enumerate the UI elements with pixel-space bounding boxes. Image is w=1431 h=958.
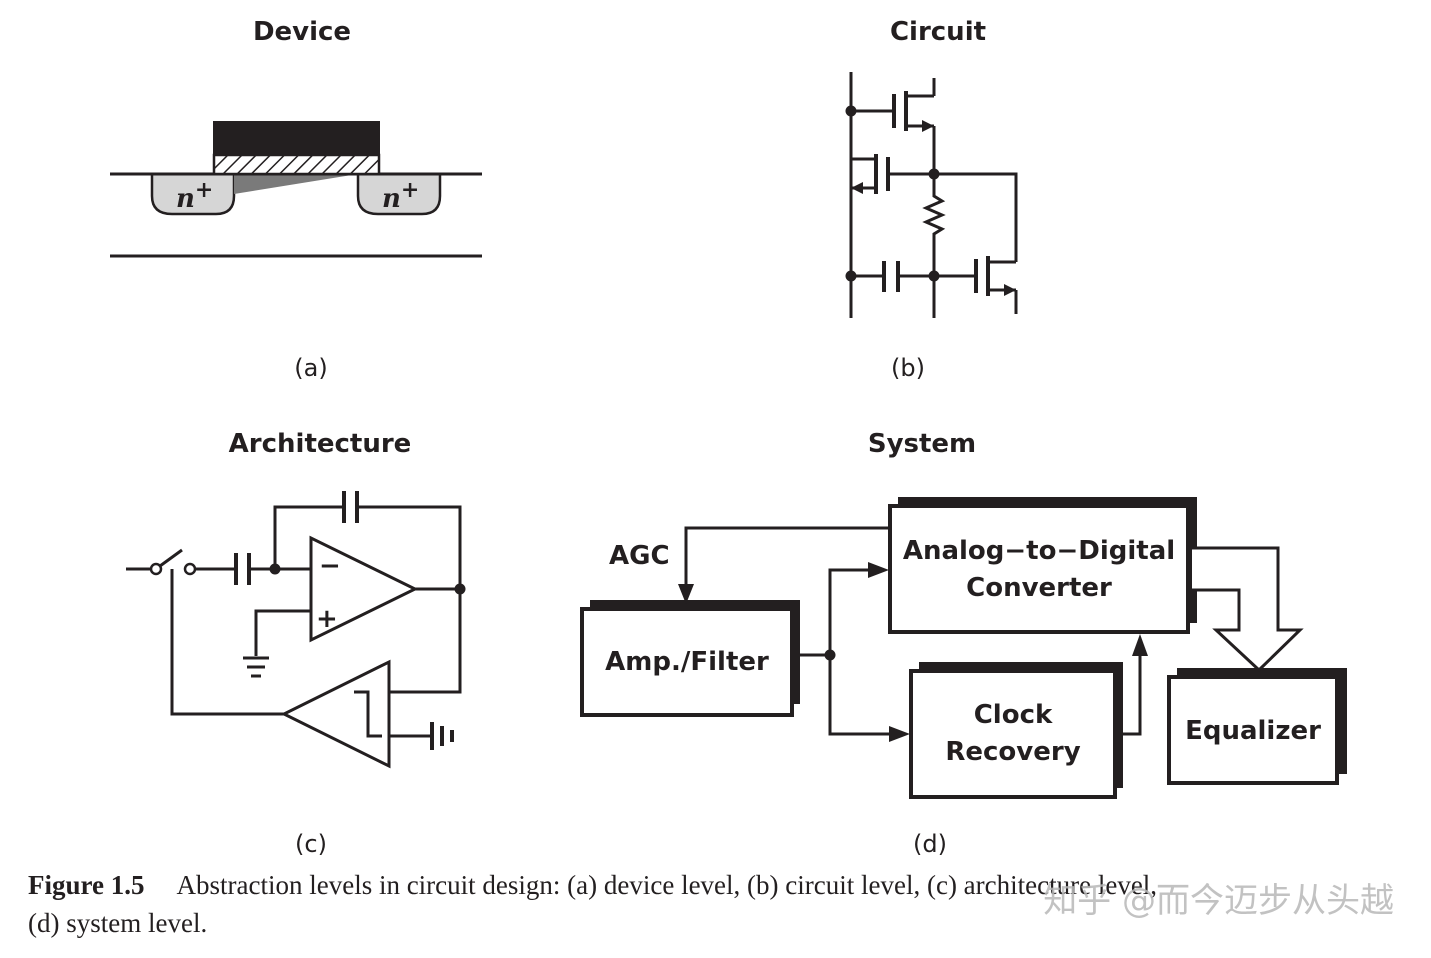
system-title: System <box>868 429 976 459</box>
transistor-m2 <box>851 154 934 194</box>
opamp <box>309 535 419 643</box>
resistor <box>922 174 946 276</box>
switch <box>126 548 197 576</box>
adc-block: Analog−to−Digital Converter <box>888 497 1197 634</box>
transistor-schematic <box>845 72 1018 318</box>
clock-label-line1: Clock <box>974 700 1053 730</box>
system-sublabel: (d) <box>913 830 947 858</box>
arrow-to-clock <box>828 655 910 742</box>
capacitor <box>851 261 934 292</box>
hysteresis-symbol <box>354 690 382 738</box>
switched-cap-integrator: − + <box>126 491 466 769</box>
architecture-title: Architecture <box>229 429 412 459</box>
reference-source <box>389 722 454 750</box>
architecture-panel: Architecture <box>126 429 466 858</box>
circuit-sublabel: (b) <box>891 354 925 382</box>
clock-label-line2: Recovery <box>945 737 1080 767</box>
opamp-plus: + <box>316 604 338 634</box>
agc-label: AGC <box>609 541 670 571</box>
watermark: 知乎 @而今迈步从头越 <box>1043 881 1394 921</box>
drain-label: n+ <box>382 177 419 214</box>
block-diagram: Analog−to−Digital Converter Amp./Filter … <box>580 497 1347 799</box>
system-panel: System Analog−to−Digital Converter Amp./… <box>580 429 1347 858</box>
source-region <box>150 172 236 216</box>
mos-cross-section: n+ n+ <box>110 121 482 258</box>
arrow-to-adc <box>828 562 889 655</box>
amp-filter-label: Amp./Filter <box>605 647 769 677</box>
gate <box>213 121 380 156</box>
architecture-sublabel: (c) <box>295 830 327 858</box>
device-sublabel: (a) <box>294 354 327 382</box>
circuit-title: Circuit <box>890 17 986 47</box>
figure-caption: Figure 1.5 Abstraction levels in circuit… <box>28 870 1157 938</box>
device-title: Device <box>253 17 351 47</box>
device-panel: Device n+ n+ (a) <box>110 17 482 382</box>
equalizer-label: Equalizer <box>1185 716 1321 746</box>
bus-arrow-to-equalizer <box>1192 546 1304 673</box>
transistor-m1 <box>851 78 936 174</box>
comparator <box>280 659 391 769</box>
circuit-panel: Circuit <box>845 17 1018 382</box>
feedback-capacitor <box>273 491 462 589</box>
drain-region <box>356 172 442 216</box>
agc-arrow <box>678 526 890 604</box>
source-label: n+ <box>176 177 213 214</box>
equalizer-block: Equalizer <box>1167 668 1347 785</box>
adc-label-line2: Converter <box>966 573 1112 603</box>
channel-region <box>234 174 358 194</box>
caption-text: Abstraction levels in circuit design: (a… <box>177 870 1158 900</box>
transistor-m3 <box>934 256 1018 314</box>
arrow-clock-to-adc <box>1123 634 1148 736</box>
figure-number: Figure 1.5 <box>28 870 145 900</box>
gate-oxide <box>212 153 381 176</box>
clock-recovery-block: Clock Recovery <box>909 662 1123 799</box>
feedback-wire <box>934 172 1018 262</box>
caption-line2: (d) system level. <box>28 908 207 938</box>
input-capacitor <box>195 553 311 585</box>
amp-filter-block: Amp./Filter <box>580 600 800 717</box>
caption-line1: Figure 1.5 Abstraction levels in circuit… <box>28 870 1157 900</box>
adc-label-line1: Analog−to−Digital <box>903 536 1175 566</box>
ground-symbol <box>243 609 311 678</box>
opamp-minus: − <box>319 551 341 581</box>
